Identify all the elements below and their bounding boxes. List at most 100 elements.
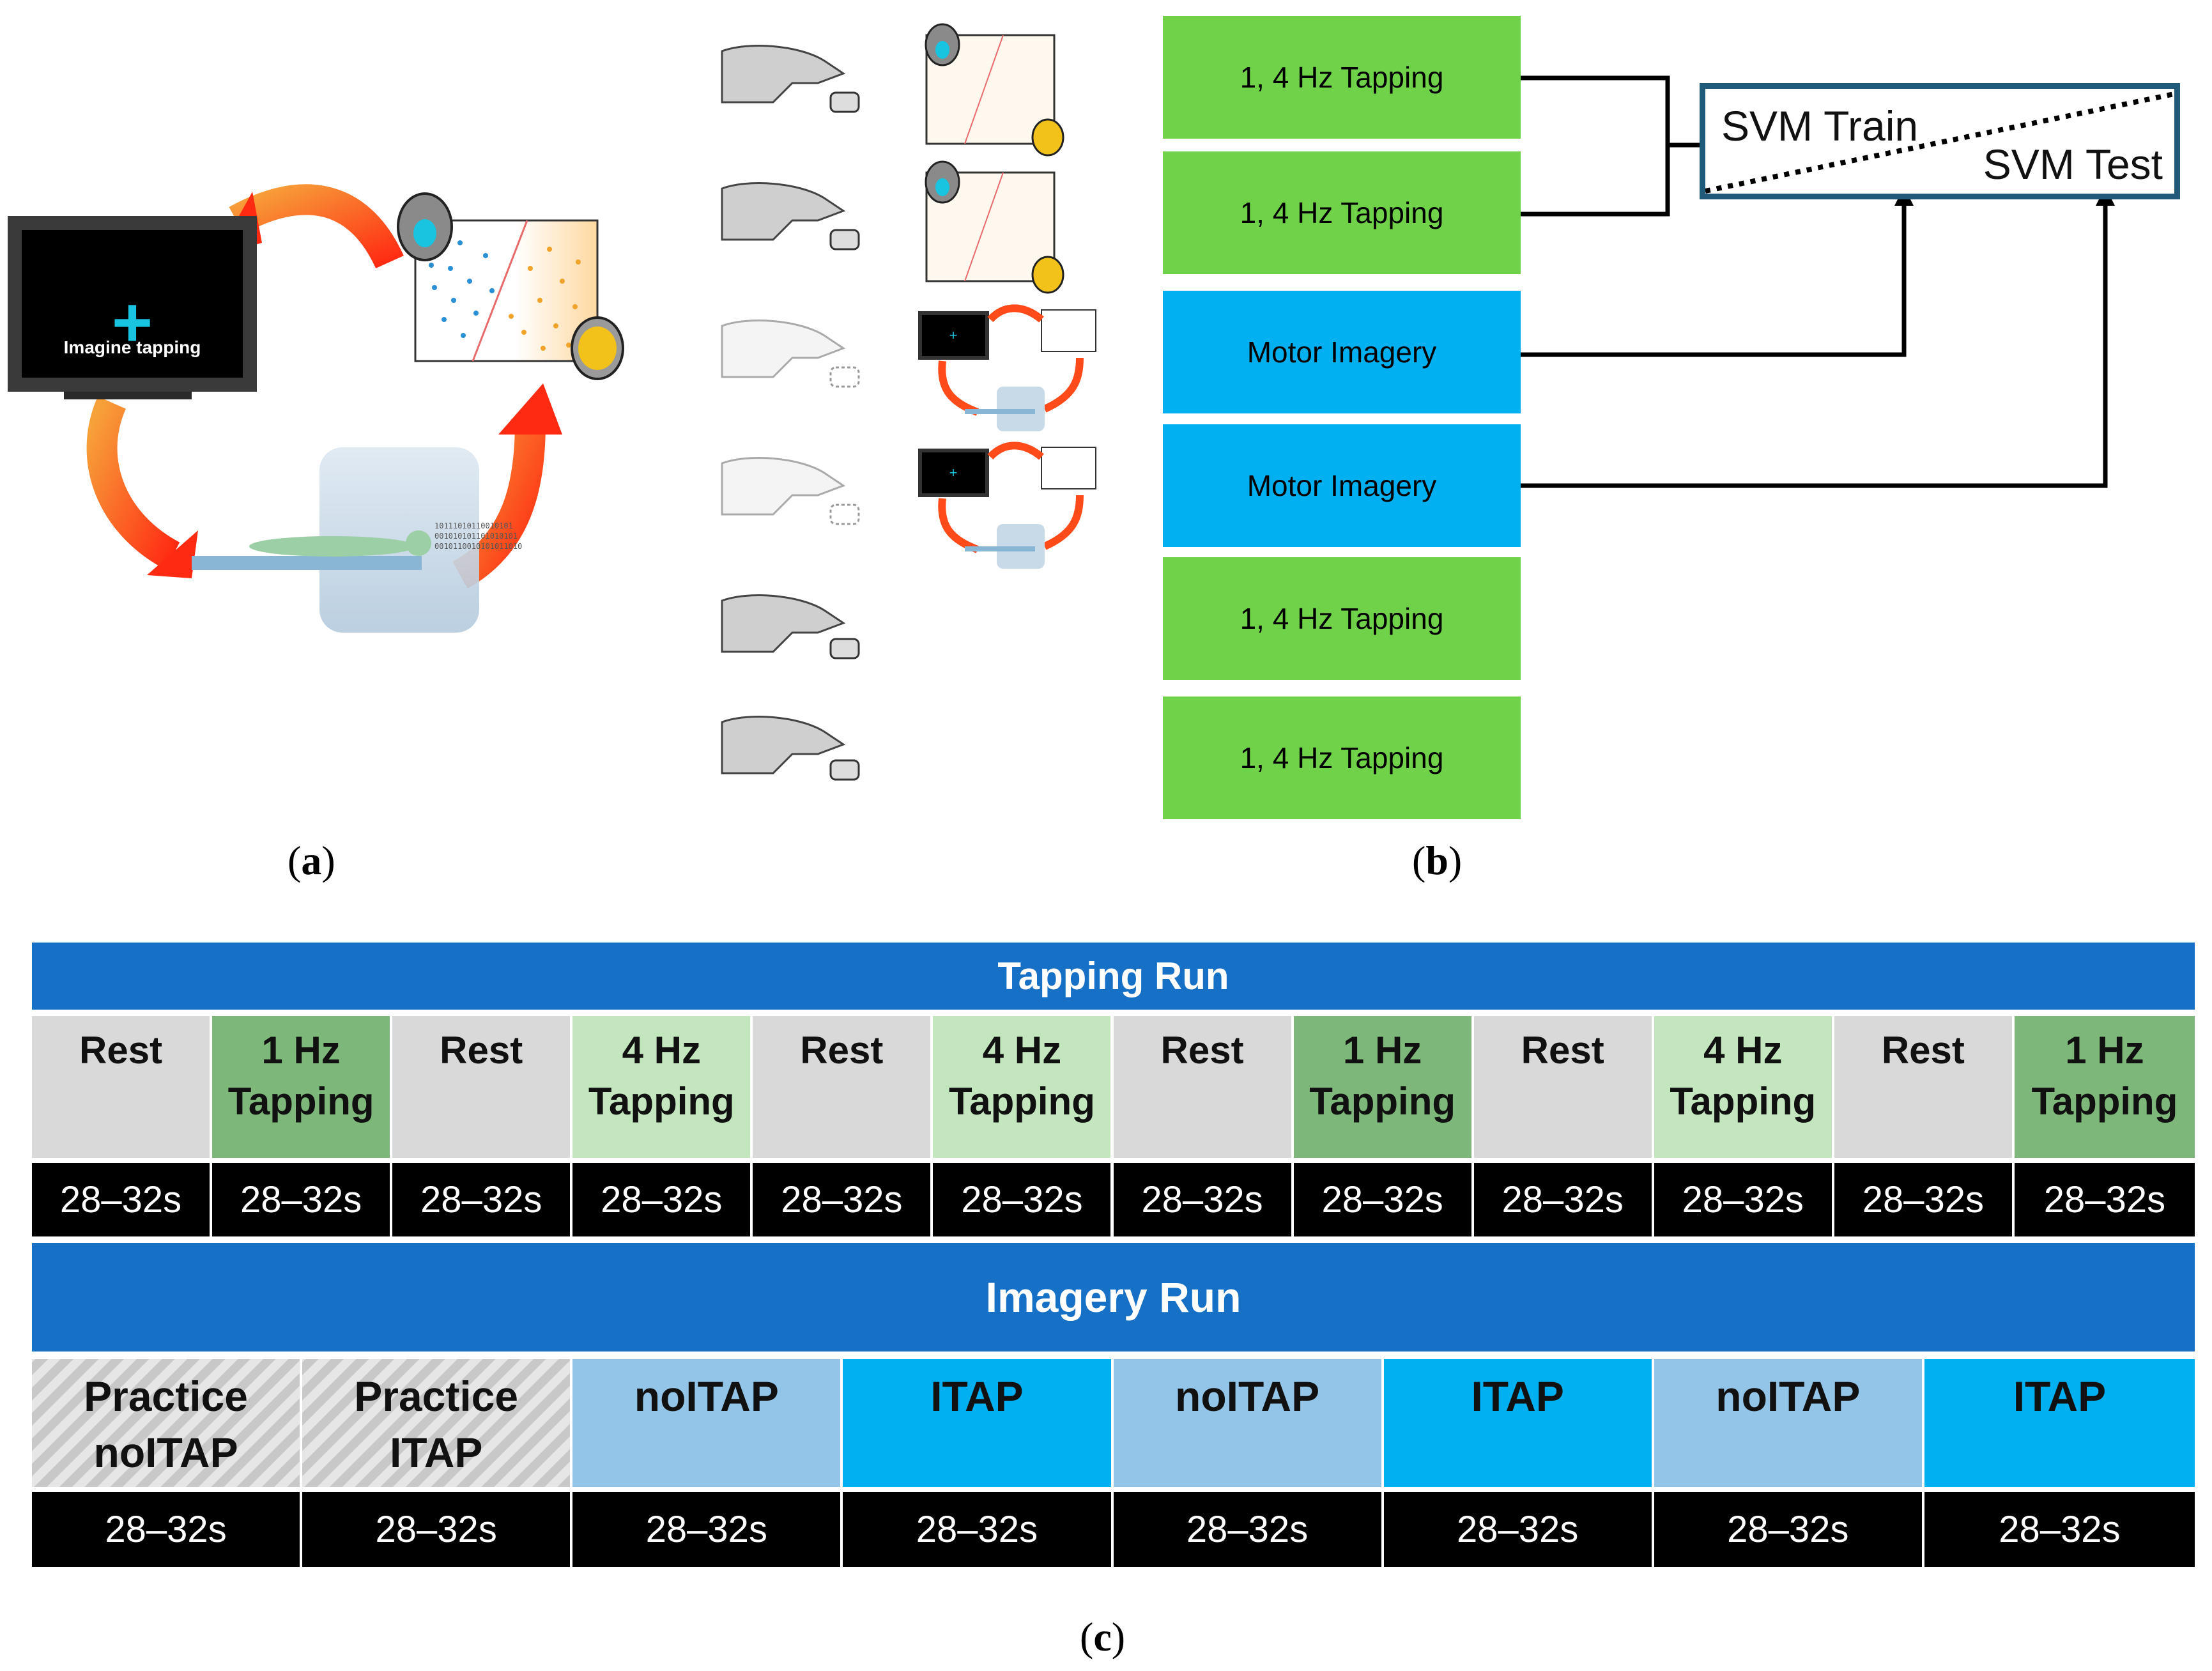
svg-text:+: + xyxy=(949,465,958,481)
imagery-condition-cell: noITAP xyxy=(572,1359,841,1487)
imagery-condition-cell: Practice noITAP xyxy=(32,1359,300,1487)
imagery-column: noITAP 28–32s xyxy=(572,1359,841,1567)
block-1: 1, 4 Hz Tapping xyxy=(1163,16,1521,139)
tapping-duration-cell: 28–32s xyxy=(212,1163,390,1236)
scanner-body xyxy=(319,447,479,633)
imagery-condition-line1: ITAP xyxy=(2013,1373,2107,1420)
tapping-condition-cell: 1 Hz Tapping xyxy=(1293,1016,1471,1158)
svm-test-label: SVM Test xyxy=(1983,141,2163,188)
tapping-condition-cell: 1 Hz Tapping xyxy=(2014,1016,2195,1158)
tapping-condition-line1: 1 Hz xyxy=(1342,1029,1422,1072)
svm-box: SVM Train SVM Test xyxy=(1700,83,2180,199)
tapping-condition-cell: Rest xyxy=(1113,1016,1291,1158)
connector-train-imagery xyxy=(1521,204,1907,357)
imagery-condition-line1: noITAP xyxy=(1175,1373,1320,1420)
block-3: Motor Imagery xyxy=(1163,291,1521,413)
hand-icons xyxy=(721,45,846,774)
imagery-condition-line1: ITAP xyxy=(930,1373,1024,1420)
imagery-condition-line1: noITAP xyxy=(1716,1373,1861,1420)
orange-points xyxy=(509,247,581,351)
monitor-instruction: Imagine tapping xyxy=(63,337,201,357)
panel-c-label: (c) xyxy=(1080,1614,1126,1659)
tapping-condition-line2: Tapping xyxy=(588,1080,735,1123)
tapping-condition-cell: Rest xyxy=(32,1016,210,1158)
binary-text: 10111010110010101 001010101101010101 001… xyxy=(434,521,523,551)
tapping-duration-cell: 28–32s xyxy=(1473,1163,1652,1236)
imagery-condition-line1: Practice xyxy=(84,1373,248,1420)
imagery-duration-cell: 28–32s xyxy=(1924,1492,2195,1567)
imagery-duration-cell: 28–32s xyxy=(843,1492,1111,1567)
tapping-column: Rest 28–32s xyxy=(1834,1016,2012,1236)
imagery-duration-cell: 28–32s xyxy=(1113,1492,1381,1567)
connector-train-1 xyxy=(1521,75,1670,217)
fixation-cross-icon: + xyxy=(111,283,153,362)
imagery-condition-line1: ITAP xyxy=(1471,1373,1564,1420)
tapping-condition-line2: Tapping xyxy=(1670,1080,1816,1123)
tapping-duration-cell: 28–32s xyxy=(392,1163,571,1236)
tapping-condition-line1: 1 Hz xyxy=(2065,1029,2144,1072)
tapping-condition-line1: Rest xyxy=(1881,1029,1965,1072)
imagery-condition-line1: Practice xyxy=(354,1373,519,1420)
tapping-condition-line1: Rest xyxy=(1521,1029,1604,1072)
blue-points xyxy=(429,240,495,338)
imagery-condition-cell: ITAP xyxy=(1924,1359,2195,1487)
tapping-duration-cell: 28–32s xyxy=(1113,1163,1291,1236)
monitor-screen: + Imagine tapping xyxy=(8,216,257,392)
imagery-duration-cell: 28–32s xyxy=(1654,1492,1922,1567)
block-5: 1, 4 Hz Tapping xyxy=(1163,557,1521,680)
panel-b-connectors xyxy=(1521,75,2115,488)
tapping-condition-line1: Rest xyxy=(79,1029,163,1072)
svg-text:+: + xyxy=(949,327,958,343)
panel-a-illustration xyxy=(86,184,624,633)
tapping-condition-cell: 4 Hz Tapping xyxy=(1654,1016,1832,1158)
imagery-condition-line1: noITAP xyxy=(634,1373,779,1420)
tapping-duration-cell: 28–32s xyxy=(1834,1163,2012,1236)
imagery-duration-cell: 28–32s xyxy=(302,1492,571,1567)
tapping-condition-line1: 4 Hz xyxy=(1703,1029,1783,1072)
tapping-duration-cell: 28–32s xyxy=(1293,1163,1471,1236)
tapping-condition-line2: Tapping xyxy=(1309,1080,1456,1123)
panel-b: + + 1, 4 Hz Tapping 1, 4 Hz Tapping Moto… xyxy=(696,0,2212,907)
tapping-condition-line1: 4 Hz xyxy=(622,1029,701,1072)
panel-a: + Imagine tapping 10111010110010101 0010… xyxy=(0,0,645,883)
svm-train-label: SVM Train xyxy=(1721,102,1919,150)
imagery-condition-cell: ITAP xyxy=(1383,1359,1652,1487)
tapping-condition-line2: Tapping xyxy=(2031,1080,2178,1123)
tapping-column: Rest 28–32s xyxy=(392,1016,571,1236)
tapping-condition-cell: 4 Hz Tapping xyxy=(572,1016,751,1158)
tapping-duration-cell: 28–32s xyxy=(2014,1163,2195,1236)
imagery-condition-line2: noITAP xyxy=(93,1429,238,1476)
tapping-condition-line1: Rest xyxy=(440,1029,523,1072)
imagery-duration-cell: 28–32s xyxy=(572,1492,841,1567)
tapping-condition-cell: Rest xyxy=(1834,1016,2012,1158)
tapping-duration-cell: 28–32s xyxy=(753,1163,931,1236)
tapping-condition-line1: 4 Hz xyxy=(982,1029,1062,1072)
arrow-right-head xyxy=(498,383,562,435)
tapping-condition-line1: 1 Hz xyxy=(261,1029,341,1072)
panel-b-label: (b) xyxy=(1412,838,1463,883)
imagery-condition-cell: noITAP xyxy=(1113,1359,1381,1487)
tapping-condition-cell: Rest xyxy=(753,1016,931,1158)
connector-test-imagery xyxy=(1521,204,2108,488)
imagery-column: noITAP 28–32s xyxy=(1654,1359,1922,1567)
scanner-bed xyxy=(192,556,422,570)
mini-neurofeedback-loops: + + xyxy=(918,304,1096,569)
arrow-top xyxy=(229,184,404,269)
tapping-condition-line2: Tapping xyxy=(227,1080,374,1123)
tapping-condition-cell: Rest xyxy=(392,1016,571,1158)
imagery-condition-line2: ITAP xyxy=(389,1429,483,1476)
tapping-column: 1 Hz Tapping 28–32s xyxy=(1293,1016,1471,1236)
tapping-condition-cell: Rest xyxy=(1473,1016,1652,1158)
tapping-run-header: Tapping Run xyxy=(32,943,2195,1010)
